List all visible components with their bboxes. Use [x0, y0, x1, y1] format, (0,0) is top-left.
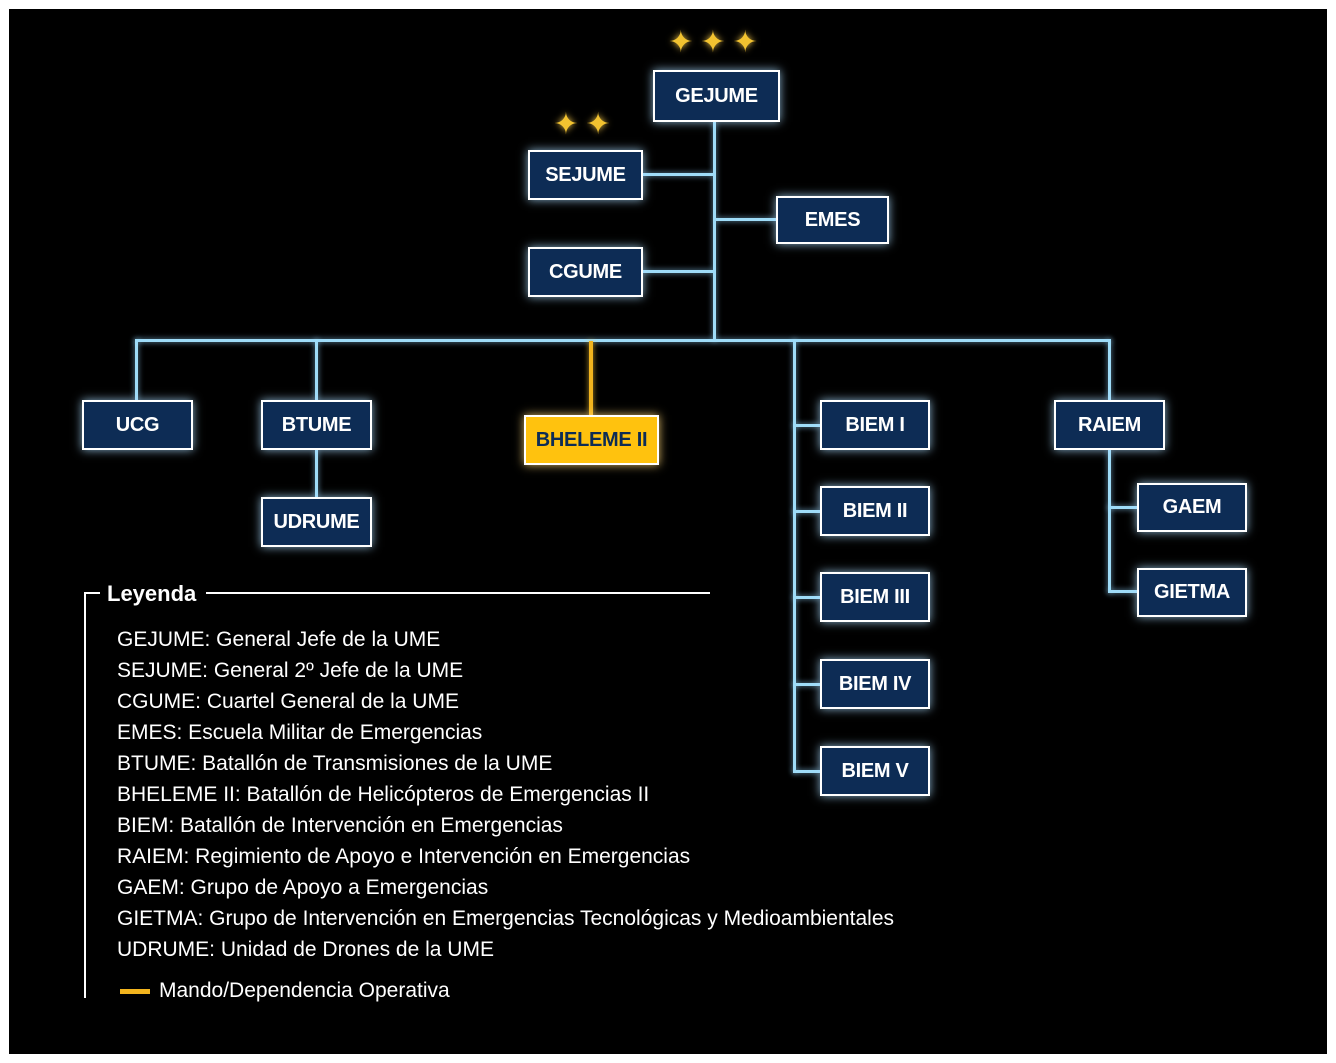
node-gaem: GAEM: [1137, 483, 1247, 532]
connector-biem4-stub: [793, 683, 820, 686]
node-bheleme-ii: BHELEME II: [524, 415, 659, 465]
node-udrume: UDRUME: [261, 497, 372, 547]
node-gejume: GEJUME: [653, 70, 780, 122]
connector-gaem-stub: [1108, 506, 1137, 509]
legend-item: CGUME: Cuartel General de la UME: [117, 690, 459, 713]
connector-biem-trunk: [793, 339, 796, 773]
node-label: EMES: [804, 208, 861, 231]
connector-main-bus: [135, 339, 1111, 342]
node-label: UCG: [115, 413, 160, 436]
node-label: BHELEME II: [535, 428, 648, 451]
legend-left-rule: [84, 592, 86, 998]
connector-gejume-trunk: [713, 122, 716, 341]
legend-item: UDRUME: Unidad de Drones de la UME: [117, 938, 494, 961]
node-label: BIEM V: [841, 759, 909, 782]
node-label: BTUME: [281, 413, 352, 436]
node-label: GIETMA: [1154, 581, 1230, 603]
star-icon: ✦: [732, 26, 765, 59]
connector-raiem-trunk: [1108, 450, 1111, 593]
rank-stars-gejume: ✦✦✦: [653, 28, 780, 58]
node-label: BIEM II: [842, 499, 908, 522]
connector-biem3-stub: [793, 596, 820, 599]
connector-btume-drop: [315, 339, 318, 400]
node-label: GAEM: [1162, 496, 1222, 518]
connector-ucg-drop: [135, 339, 138, 400]
node-label: CGUME: [549, 260, 622, 283]
legend-item: BHELEME II: Batallón de Helicópteros de …: [117, 783, 650, 806]
connector-raiem-drop: [1108, 339, 1111, 400]
legend-marker-row: Mando/Dependencia Operativa: [120, 979, 450, 1003]
legend-list: GEJUME: General Jefe de la UME SEJUME: G…: [117, 624, 894, 965]
operational-line-swatch: [120, 988, 150, 994]
node-label: RAIEM: [1078, 413, 1141, 436]
connector-biem1-stub: [793, 424, 820, 427]
legend-item: BIEM: Batallón de Intervención en Emerge…: [117, 814, 563, 837]
legend-marker-label: Mando/Dependencia Operativa: [159, 979, 450, 1002]
node-gietma: GIETMA: [1137, 568, 1247, 617]
connector-btume-udrume: [315, 450, 318, 497]
legend-item: EMES: Escuela Militar de Emergencias: [117, 721, 483, 744]
star-icon: ✦: [585, 108, 618, 141]
node-biem-iv: BIEM IV: [820, 659, 930, 709]
connector-biem2-stub: [793, 510, 820, 513]
node-sejume: SEJUME: [528, 150, 643, 200]
node-biem-ii: BIEM II: [820, 486, 930, 536]
legend-item: GIETMA: Grupo de Intervención en Emergen…: [117, 907, 895, 930]
node-btume: BTUME: [261, 400, 372, 450]
node-biem-v: BIEM V: [820, 746, 930, 796]
connector-emes: [716, 218, 776, 221]
node-label: BIEM III: [840, 585, 910, 608]
connector-sejume: [643, 173, 713, 176]
legend-item: GEJUME: General Jefe de la UME: [117, 628, 441, 651]
connector-gietma-stub: [1108, 590, 1137, 593]
node-label: BIEM I: [845, 413, 905, 436]
legend-item: SEJUME: General 2º Jefe de la UME: [117, 659, 464, 682]
legend-corner-tick: [84, 592, 100, 594]
node-label: UDRUME: [273, 510, 360, 533]
star-icon: ✦: [700, 26, 733, 59]
node-label: GEJUME: [675, 84, 758, 107]
legend-item: GAEM: Grupo de Apoyo a Emergencias: [117, 876, 489, 899]
node-biem-iii: BIEM III: [820, 572, 930, 622]
rank-stars-sejume: ✦✦: [528, 110, 643, 140]
star-icon: ✦: [553, 108, 586, 141]
connector-bheleme-operational: [589, 341, 593, 415]
legend-title: Leyenda: [107, 581, 197, 606]
node-label: BIEM IV: [838, 672, 912, 695]
legend-item: BTUME: Batallón de Transmisiones de la U…: [117, 752, 553, 775]
connector-biem5-stub: [793, 770, 820, 773]
connector-cgume: [643, 270, 713, 273]
legend-item: RAIEM: Regimiento de Apoyo e Intervenció…: [117, 845, 691, 868]
node-label: SEJUME: [545, 163, 626, 186]
node-emes: EMES: [776, 196, 889, 244]
node-biem-i: BIEM I: [820, 400, 930, 450]
node-raiem: RAIEM: [1054, 400, 1165, 450]
star-icon: ✦: [668, 26, 701, 59]
node-ucg: UCG: [82, 400, 193, 450]
legend-title-rule: [206, 592, 710, 594]
node-cgume: CGUME: [528, 247, 643, 297]
